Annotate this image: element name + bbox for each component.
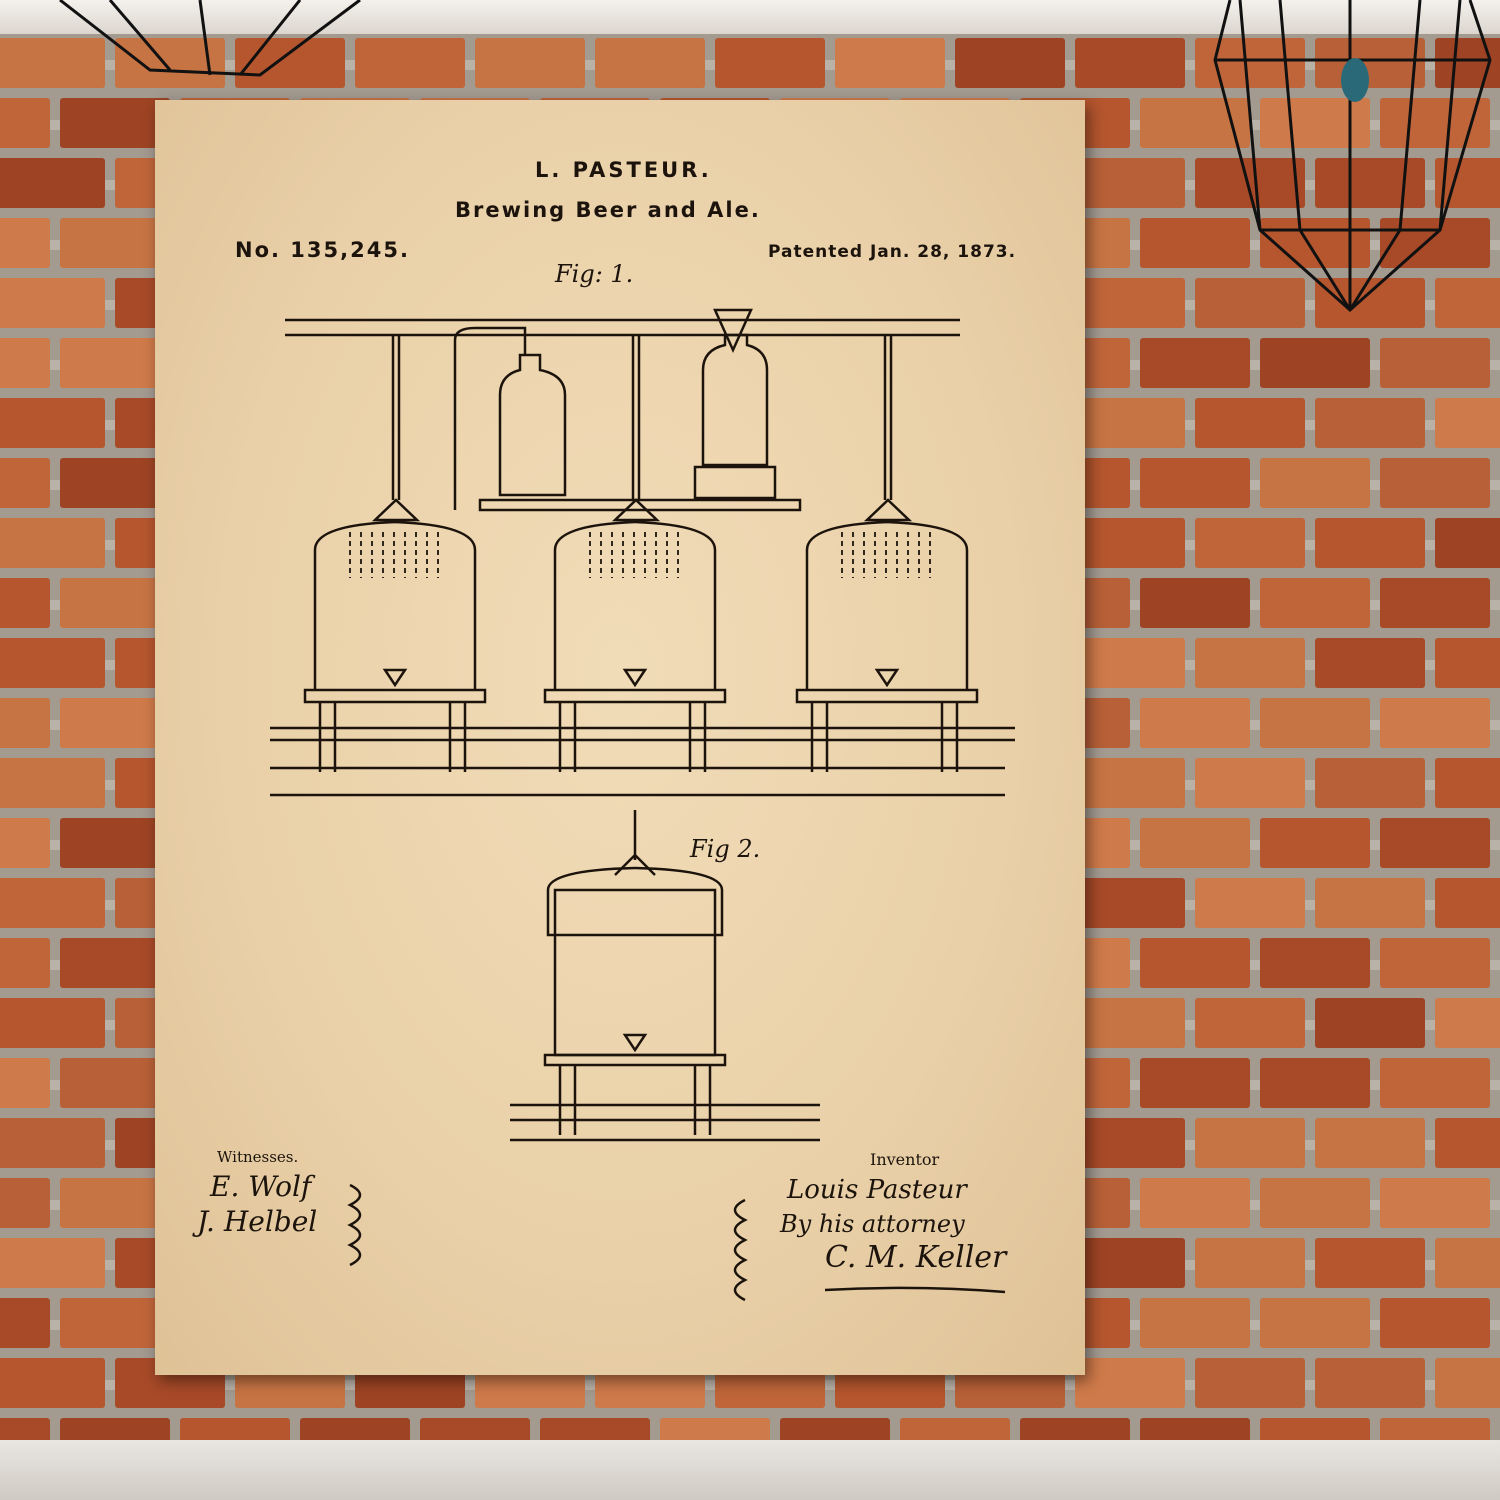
inventor-header: L. PASTEUR. bbox=[535, 158, 712, 182]
fig1-tank-2 bbox=[543, 335, 727, 772]
attorney-line: By his attorney bbox=[780, 1210, 965, 1238]
fig1-tank-1 bbox=[303, 335, 487, 772]
patent-drawing bbox=[270, 308, 1015, 1302]
floor-ledge bbox=[0, 1440, 1500, 1500]
patent-date: Patented Jan. 28, 1873. bbox=[768, 242, 1017, 262]
pendant-lamps bbox=[59, 0, 1492, 313]
brick-row bbox=[0, 38, 1500, 88]
fig1-floor bbox=[270, 726, 1015, 797]
fig2-label: Fig 2. bbox=[690, 835, 761, 863]
pendant-lamp-right bbox=[1213, 0, 1492, 313]
spray-lines bbox=[589, 532, 679, 578]
fig1-label: Fig: 1. bbox=[555, 260, 634, 288]
witness-1-signature: E. Wolf bbox=[210, 1170, 312, 1203]
witness-flourish bbox=[347, 1183, 362, 1267]
inventor-label: Inventor bbox=[870, 1150, 940, 1169]
patent-title: Brewing Beer and Ale. bbox=[455, 198, 761, 222]
fig1-tank-3 bbox=[795, 335, 979, 772]
attorney-flourish bbox=[733, 1198, 748, 1302]
spray-lines bbox=[841, 532, 931, 578]
fig1-pipe bbox=[285, 318, 960, 337]
signature-underline bbox=[824, 1286, 1006, 1294]
attorney-signature: C. M. Keller bbox=[825, 1240, 1007, 1275]
patent-number: No. 135,245. bbox=[235, 238, 410, 262]
ceiling bbox=[0, 0, 1500, 34]
spray-lines bbox=[349, 532, 439, 578]
patent-poster: L. PASTEUR. Brewing Beer and Ale. No. 13… bbox=[155, 100, 1085, 1375]
witness-2-signature: J. Helbel bbox=[197, 1205, 318, 1238]
pendant-lamp-left bbox=[59, 0, 361, 77]
flasks bbox=[453, 308, 802, 512]
fig2-tank bbox=[510, 810, 820, 1142]
light-bulb bbox=[1341, 58, 1369, 102]
witnesses-label: Witnesses. bbox=[217, 1148, 299, 1166]
inventor-signature: Louis Pasteur bbox=[787, 1175, 967, 1205]
